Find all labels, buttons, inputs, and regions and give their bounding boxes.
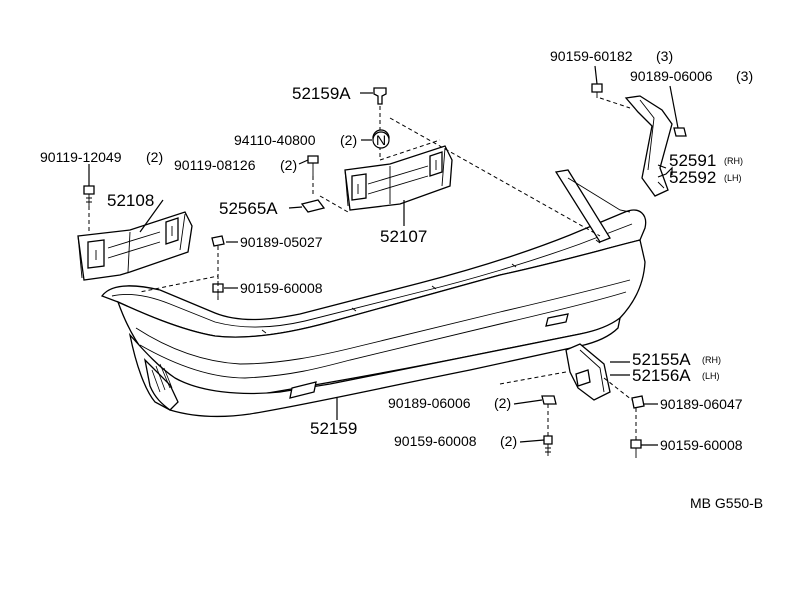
leader-lines <box>88 65 679 446</box>
n-symbol-icon: N <box>372 131 390 149</box>
label-90189-06006-top: 90189-06006 <box>630 68 713 84</box>
label-52565A: 52565A <box>219 199 278 218</box>
label-52155A: 52155A <box>632 350 691 369</box>
diagram-code: MB G550-B <box>690 495 763 511</box>
part-labels: 52159A 94110-40800 (2) N 90119-08126 (2)… <box>40 48 763 511</box>
bumper-cover <box>100 169 647 418</box>
label-52156A-side: (LH) <box>702 371 720 381</box>
label-90119-08126-qty: (2) <box>280 157 297 173</box>
bracket-52591 <box>624 95 673 197</box>
bracket-52107 <box>344 145 453 211</box>
label-52592-side: (LH) <box>724 173 742 183</box>
label-90189-06006-bottom: 90189-06006 <box>388 395 471 411</box>
label-94110-40800: 94110-40800 <box>234 132 316 148</box>
label-90119-12049: 90119-12049 <box>40 149 122 165</box>
label-52159A: 52159A <box>292 84 351 103</box>
label-94110-40800-qty: (2) <box>340 132 357 148</box>
label-90189-06047: 90189-06047 <box>660 396 743 412</box>
label-90159-60008-bottom-qty: (2) <box>500 433 517 449</box>
bracket-52155A <box>565 343 611 401</box>
label-90119-12049-qty: (2) <box>146 149 163 165</box>
label-52108: 52108 <box>107 191 154 210</box>
label-52156A: 52156A <box>632 366 691 385</box>
label-52591: 52591 <box>669 151 716 170</box>
label-90119-08126: 90119-08126 <box>174 157 256 173</box>
label-90159-60008-bottom: 90159-60008 <box>394 433 477 449</box>
label-90159-60182: 90159-60182 <box>550 48 633 64</box>
label-90159-60008-right: 90159-60008 <box>660 437 743 453</box>
bracket-52108 <box>77 211 193 281</box>
n-symbol-text: N <box>376 132 386 148</box>
label-90189-05027: 90189-05027 <box>240 234 323 250</box>
label-52591-side: (RH) <box>724 156 743 166</box>
label-52107: 52107 <box>380 227 427 246</box>
label-52592: 52592 <box>669 168 716 187</box>
label-52155A-side: (RH) <box>702 355 721 365</box>
label-90159-60182-qty: (3) <box>656 48 673 64</box>
label-90189-06006-top-qty: (3) <box>736 68 753 84</box>
label-90159-60008-left: 90159-60008 <box>240 280 323 296</box>
label-90189-06006-bottom-qty: (2) <box>494 395 511 411</box>
label-52159: 52159 <box>310 419 357 438</box>
